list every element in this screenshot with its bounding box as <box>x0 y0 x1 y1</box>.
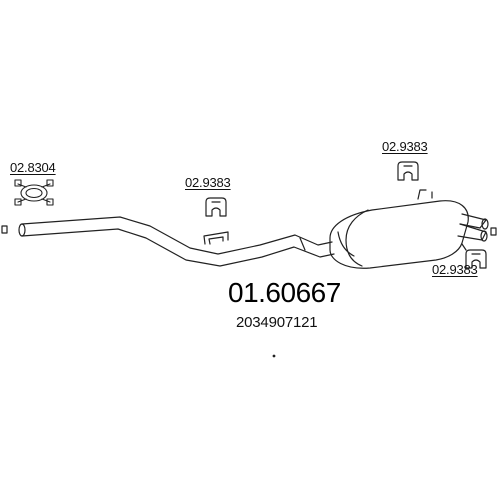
rubber-hanger-icon <box>465 249 487 269</box>
rubber-hanger-icon <box>397 161 419 181</box>
clamp-part-label: 02.8304 <box>10 160 56 175</box>
pipe-clamp-icon <box>14 179 54 206</box>
edge-marker-left <box>1 225 8 234</box>
main-part-number: 01.60667 <box>228 277 341 308</box>
hanger-center-part-label: 02.9383 <box>185 175 231 190</box>
hanger-top-right-part-label: 02.9383 <box>382 139 428 154</box>
oem-part-number: 2034907121 <box>236 314 318 331</box>
hanger-right-part-label: 02.9383 <box>432 262 478 277</box>
edge-marker-right <box>490 227 497 236</box>
exhaust-silencer-icon <box>329 189 489 269</box>
exhaust-pipe-icon <box>18 216 335 267</box>
rubber-hanger-icon <box>205 197 227 217</box>
dot-mark <box>272 354 276 358</box>
